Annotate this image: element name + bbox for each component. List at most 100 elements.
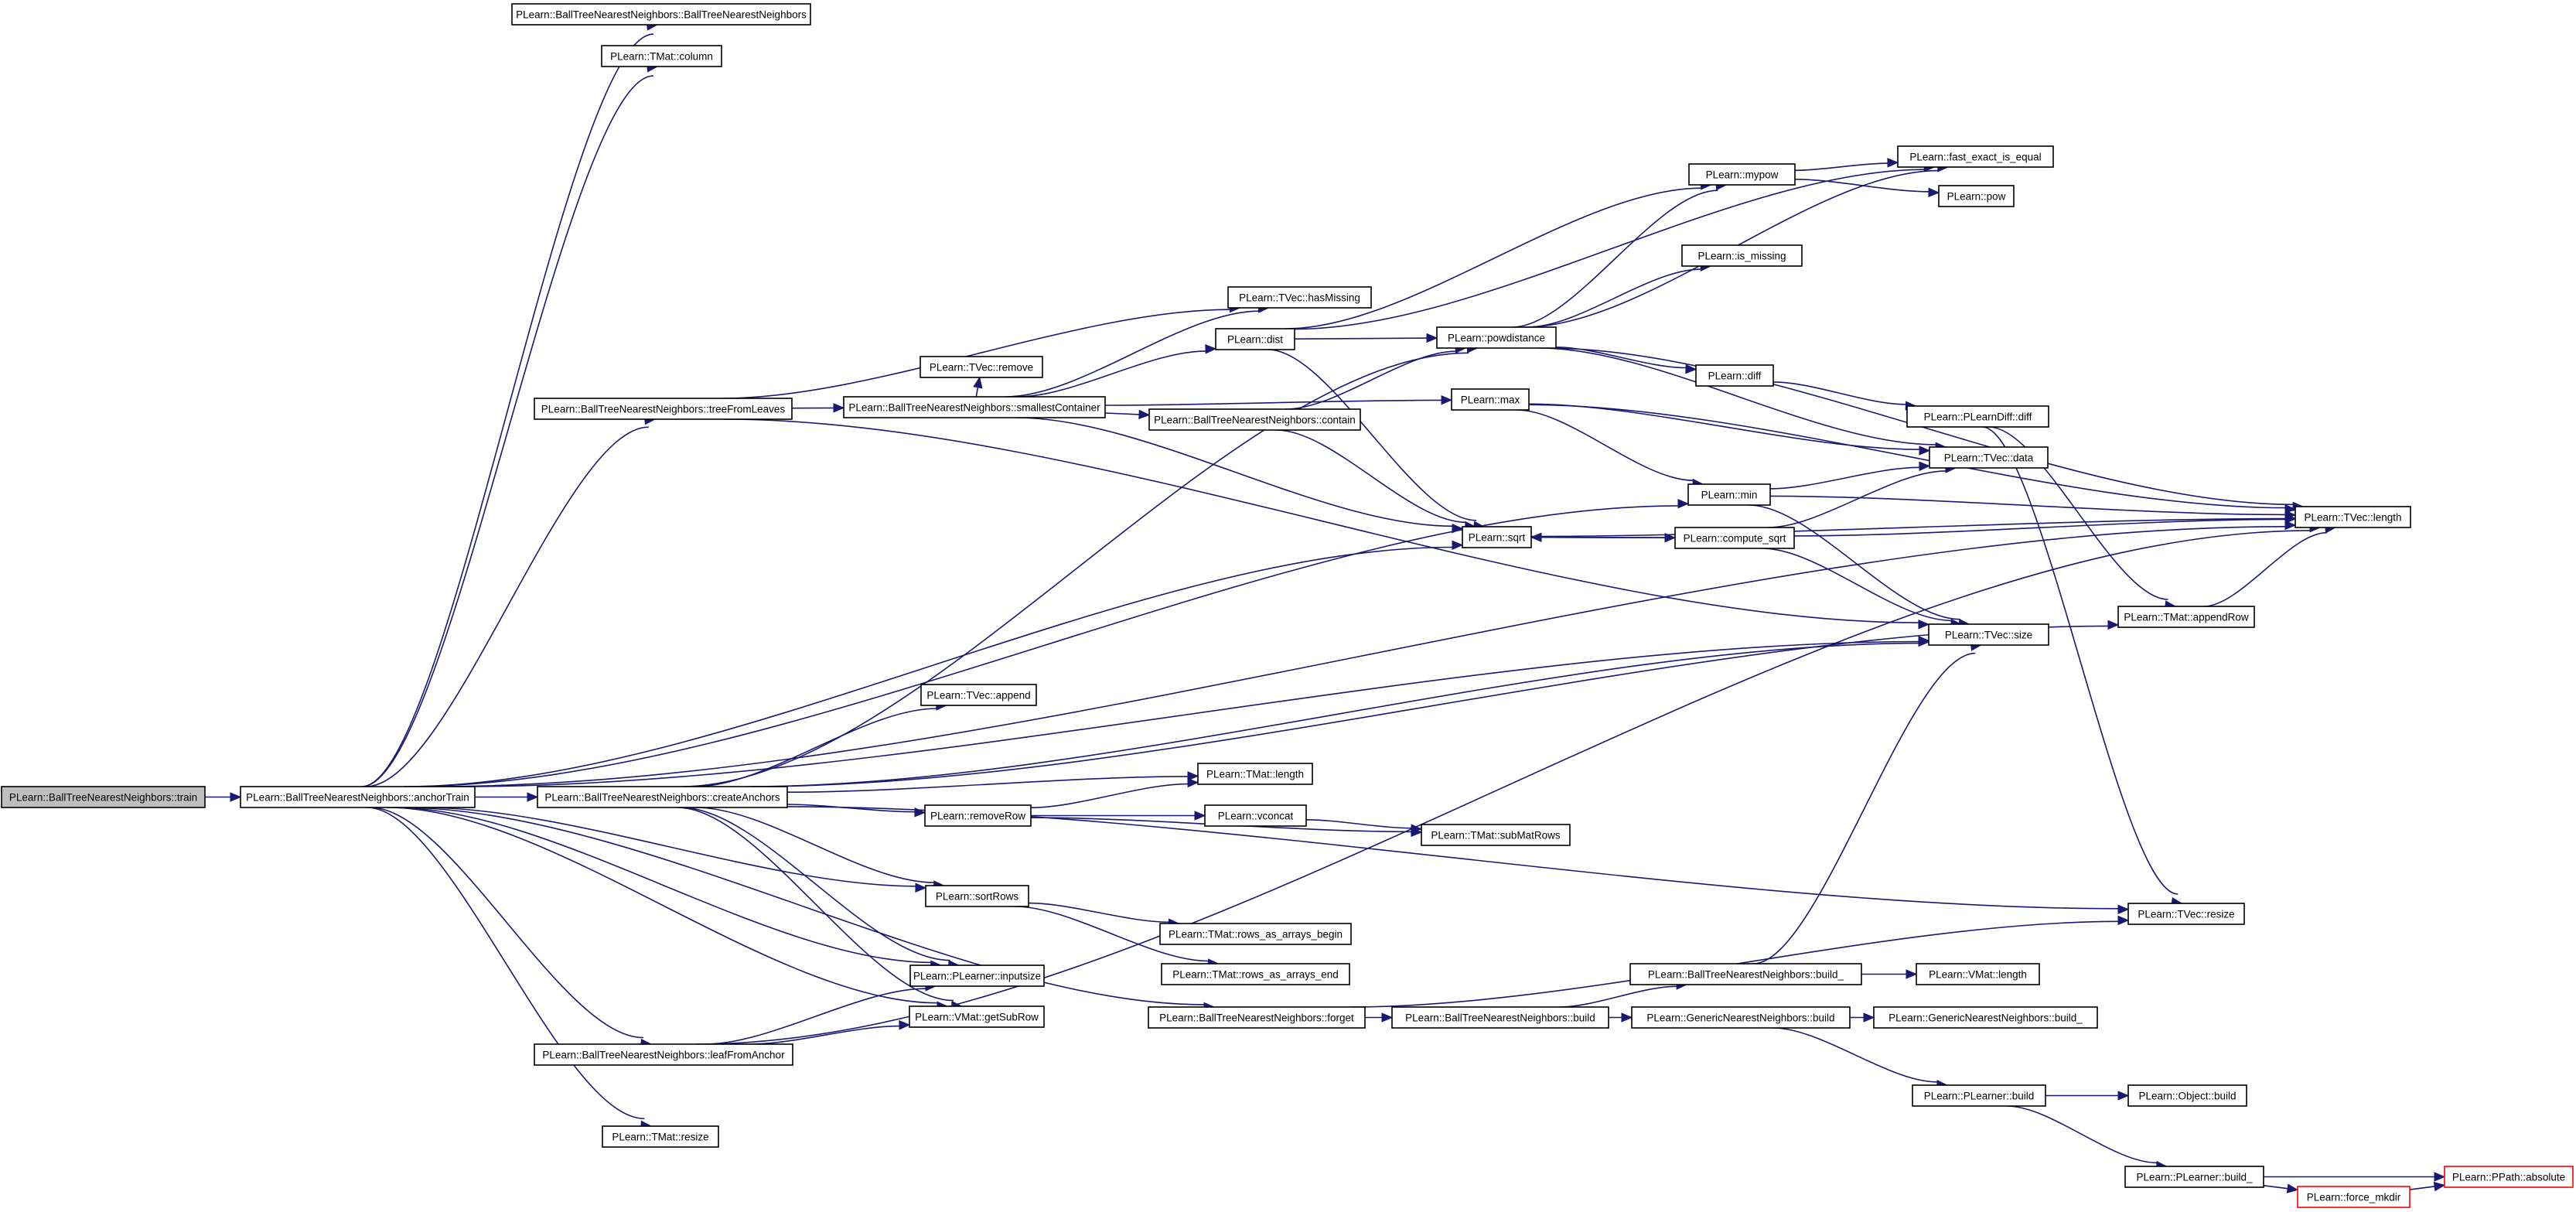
node-box-plearnerBuildUnderscore[interactable] — [2124, 1166, 2264, 1188]
node-box-removeRow[interactable] — [924, 804, 1032, 827]
node-box-tvecResize[interactable] — [2127, 903, 2245, 925]
node-box-isMissing[interactable] — [1681, 244, 1803, 267]
node-box-tmatColumn[interactable] — [601, 45, 722, 67]
node-box-min[interactable] — [1687, 483, 1771, 506]
node-buildUnderscore[interactable]: PLearn::BallTreeNearestNeighbors::build_ — [1629, 963, 1862, 985]
node-ctor[interactable]: PLearn::BallTreeNearestNeighbors::BallTr… — [511, 3, 811, 26]
node-box-pow[interactable] — [1938, 185, 2015, 207]
node-box-diff[interactable] — [1695, 364, 1774, 387]
node-box-gnnBuild[interactable] — [1631, 1006, 1851, 1029]
node-box-tvecRemove[interactable] — [920, 356, 1043, 378]
node-tvecSize[interactable]: PLearn::TVec::size — [1928, 623, 2049, 646]
node-rowsBegin[interactable]: PLearn::TMat::rows_as_arrays_begin — [1159, 923, 1352, 945]
node-box-rowsBegin[interactable] — [1159, 923, 1352, 945]
node-box-appendRow[interactable] — [2117, 606, 2255, 628]
node-min[interactable]: PLearn::min — [1687, 483, 1771, 506]
node-box-tvecAppend[interactable] — [920, 684, 1037, 706]
node-box-anchorTrain[interactable] — [240, 786, 476, 808]
node-max[interactable]: PLearn::max — [1451, 388, 1530, 411]
node-absolute[interactable]: PLearn::PPath::absolute — [2444, 1166, 2574, 1188]
node-vmatLength[interactable]: PLearn::VMat::length — [1916, 963, 2040, 985]
node-box-dist[interactable] — [1215, 328, 1295, 350]
node-sortRows[interactable]: PLearn::sortRows — [925, 885, 1029, 907]
node-box-smallestContainer[interactable] — [843, 396, 1106, 418]
node-gnnBuild[interactable]: PLearn::GenericNearestNeighbors::build — [1631, 1006, 1851, 1029]
node-vconcat[interactable]: PLearn::vconcat — [1204, 804, 1307, 827]
node-box-forceMkdir[interactable] — [2297, 1186, 2411, 1208]
node-box-sortRows[interactable] — [925, 885, 1029, 907]
node-diff[interactable]: PLearn::diff — [1695, 364, 1774, 387]
node-removeRow[interactable]: PLearn::removeRow — [924, 804, 1032, 827]
node-btnnBuild[interactable]: PLearn::BallTreeNearestNeighbors::build — [1391, 1006, 1609, 1029]
node-box-sqrt[interactable] — [1462, 526, 1532, 548]
node-tmatLength[interactable]: PLearn::TMat::length — [1197, 763, 1313, 785]
node-tmatColumn[interactable]: PLearn::TMat::column — [601, 45, 722, 67]
node-fastExactIsEqual[interactable]: PLearn::fast_exact_is_equal — [1897, 145, 2054, 168]
node-leafFromAnchor[interactable]: PLearn::BallTreeNearestNeighbors::leafFr… — [534, 1043, 793, 1066]
node-box-tvecLength[interactable] — [2295, 506, 2411, 528]
node-box-vmatLength[interactable] — [1916, 963, 2040, 985]
node-smallestContainer[interactable]: PLearn::BallTreeNearestNeighbors::smalle… — [843, 396, 1106, 418]
node-box-plearnerBuild[interactable] — [1912, 1084, 2046, 1107]
node-box-inputsize[interactable] — [909, 964, 1045, 987]
node-dist[interactable]: PLearn::dist — [1215, 328, 1295, 350]
node-box-vconcat[interactable] — [1204, 804, 1307, 827]
node-contain[interactable]: PLearn::BallTreeNearestNeighbors::contai… — [1148, 408, 1361, 431]
node-box-plearnDiffDiff[interactable] — [1906, 405, 2049, 428]
node-powdistance[interactable]: PLearn::powdistance — [1436, 326, 1557, 349]
node-box-train[interactable] — [1, 786, 206, 808]
node-train[interactable]: PLearn::BallTreeNearestNeighbors::train — [1, 786, 206, 808]
node-box-tmatLength[interactable] — [1197, 763, 1313, 785]
node-anchorTrain[interactable]: PLearn::BallTreeNearestNeighbors::anchor… — [240, 786, 476, 808]
node-tvecRemove[interactable]: PLearn::TVec::remove — [920, 356, 1043, 378]
node-box-createAnchors[interactable] — [537, 786, 788, 808]
node-tvecLength[interactable]: PLearn::TVec::length — [2295, 506, 2411, 528]
node-isMissing[interactable]: PLearn::is_missing — [1681, 244, 1803, 267]
node-tvecAppend[interactable]: PLearn::TVec::append — [920, 684, 1037, 706]
node-box-treeFromLeaves[interactable] — [534, 398, 793, 420]
node-box-absolute[interactable] — [2444, 1166, 2574, 1188]
node-sqrt[interactable]: PLearn::sqrt — [1462, 526, 1532, 548]
node-tmatResize[interactable]: PLearn::TMat::resize — [602, 1125, 719, 1148]
node-box-subMatRows[interactable] — [1421, 824, 1571, 846]
node-box-tmatResize[interactable] — [602, 1125, 719, 1148]
node-box-powdistance[interactable] — [1436, 326, 1557, 349]
node-box-tvecSize[interactable] — [1928, 623, 2049, 646]
node-inputsize[interactable]: PLearn::PLearner::inputsize — [909, 964, 1045, 987]
node-box-leafFromAnchor[interactable] — [534, 1043, 793, 1066]
node-box-rowsEnd[interactable] — [1161, 963, 1350, 985]
node-box-contain[interactable] — [1148, 408, 1361, 431]
node-box-btnnBuild[interactable] — [1391, 1006, 1609, 1029]
node-hasMissing[interactable]: PLearn::TVec::hasMissing — [1227, 286, 1372, 309]
node-box-fastExactIsEqual[interactable] — [1897, 145, 2054, 168]
node-pow[interactable]: PLearn::pow — [1938, 185, 2015, 207]
node-box-max[interactable] — [1451, 388, 1530, 411]
node-box-computeSqrt[interactable] — [1674, 527, 1795, 549]
node-box-buildUnderscore[interactable] — [1629, 963, 1862, 985]
node-tvecResize[interactable]: PLearn::TVec::resize — [2127, 903, 2245, 925]
node-createAnchors[interactable]: PLearn::BallTreeNearestNeighbors::create… — [537, 786, 788, 808]
node-box-forget[interactable] — [1148, 1006, 1366, 1029]
node-getSubRow[interactable]: PLearn::VMat::getSubRow — [909, 1005, 1045, 1028]
node-computeSqrt[interactable]: PLearn::compute_sqrt — [1674, 527, 1795, 549]
node-treeFromLeaves[interactable]: PLearn::BallTreeNearestNeighbors::treeFr… — [534, 398, 793, 420]
node-objectBuild[interactable]: PLearn::Object::build — [2127, 1084, 2247, 1107]
node-gnnBuildUnderscore[interactable]: PLearn::GenericNearestNeighbors::build_ — [1873, 1006, 2098, 1029]
node-mypow[interactable]: PLearn::mypow — [1688, 163, 1796, 186]
node-subMatRows[interactable]: PLearn::TMat::subMatRows — [1421, 824, 1571, 846]
node-box-tvecData[interactable] — [1929, 446, 2049, 469]
node-plearnDiffDiff[interactable]: PLearn::PLearnDiff::diff — [1906, 405, 2049, 428]
node-box-ctor[interactable] — [511, 3, 811, 26]
node-appendRow[interactable]: PLearn::TMat::appendRow — [2117, 606, 2255, 628]
node-plearnerBuildUnderscore[interactable]: PLearn::PLearner::build_ — [2124, 1166, 2264, 1188]
node-box-gnnBuildUnderscore[interactable] — [1873, 1006, 2098, 1029]
node-tvecData[interactable]: PLearn::TVec::data — [1929, 446, 2049, 469]
node-box-mypow[interactable] — [1688, 163, 1796, 186]
node-forget[interactable]: PLearn::BallTreeNearestNeighbors::forget — [1148, 1006, 1366, 1029]
node-rowsEnd[interactable]: PLearn::TMat::rows_as_arrays_end — [1161, 963, 1350, 985]
node-box-getSubRow[interactable] — [909, 1005, 1045, 1028]
node-plearnerBuild[interactable]: PLearn::PLearner::build — [1912, 1084, 2046, 1107]
node-box-hasMissing[interactable] — [1227, 286, 1372, 309]
node-forceMkdir[interactable]: PLearn::force_mkdir — [2297, 1186, 2411, 1208]
node-box-objectBuild[interactable] — [2127, 1084, 2247, 1107]
